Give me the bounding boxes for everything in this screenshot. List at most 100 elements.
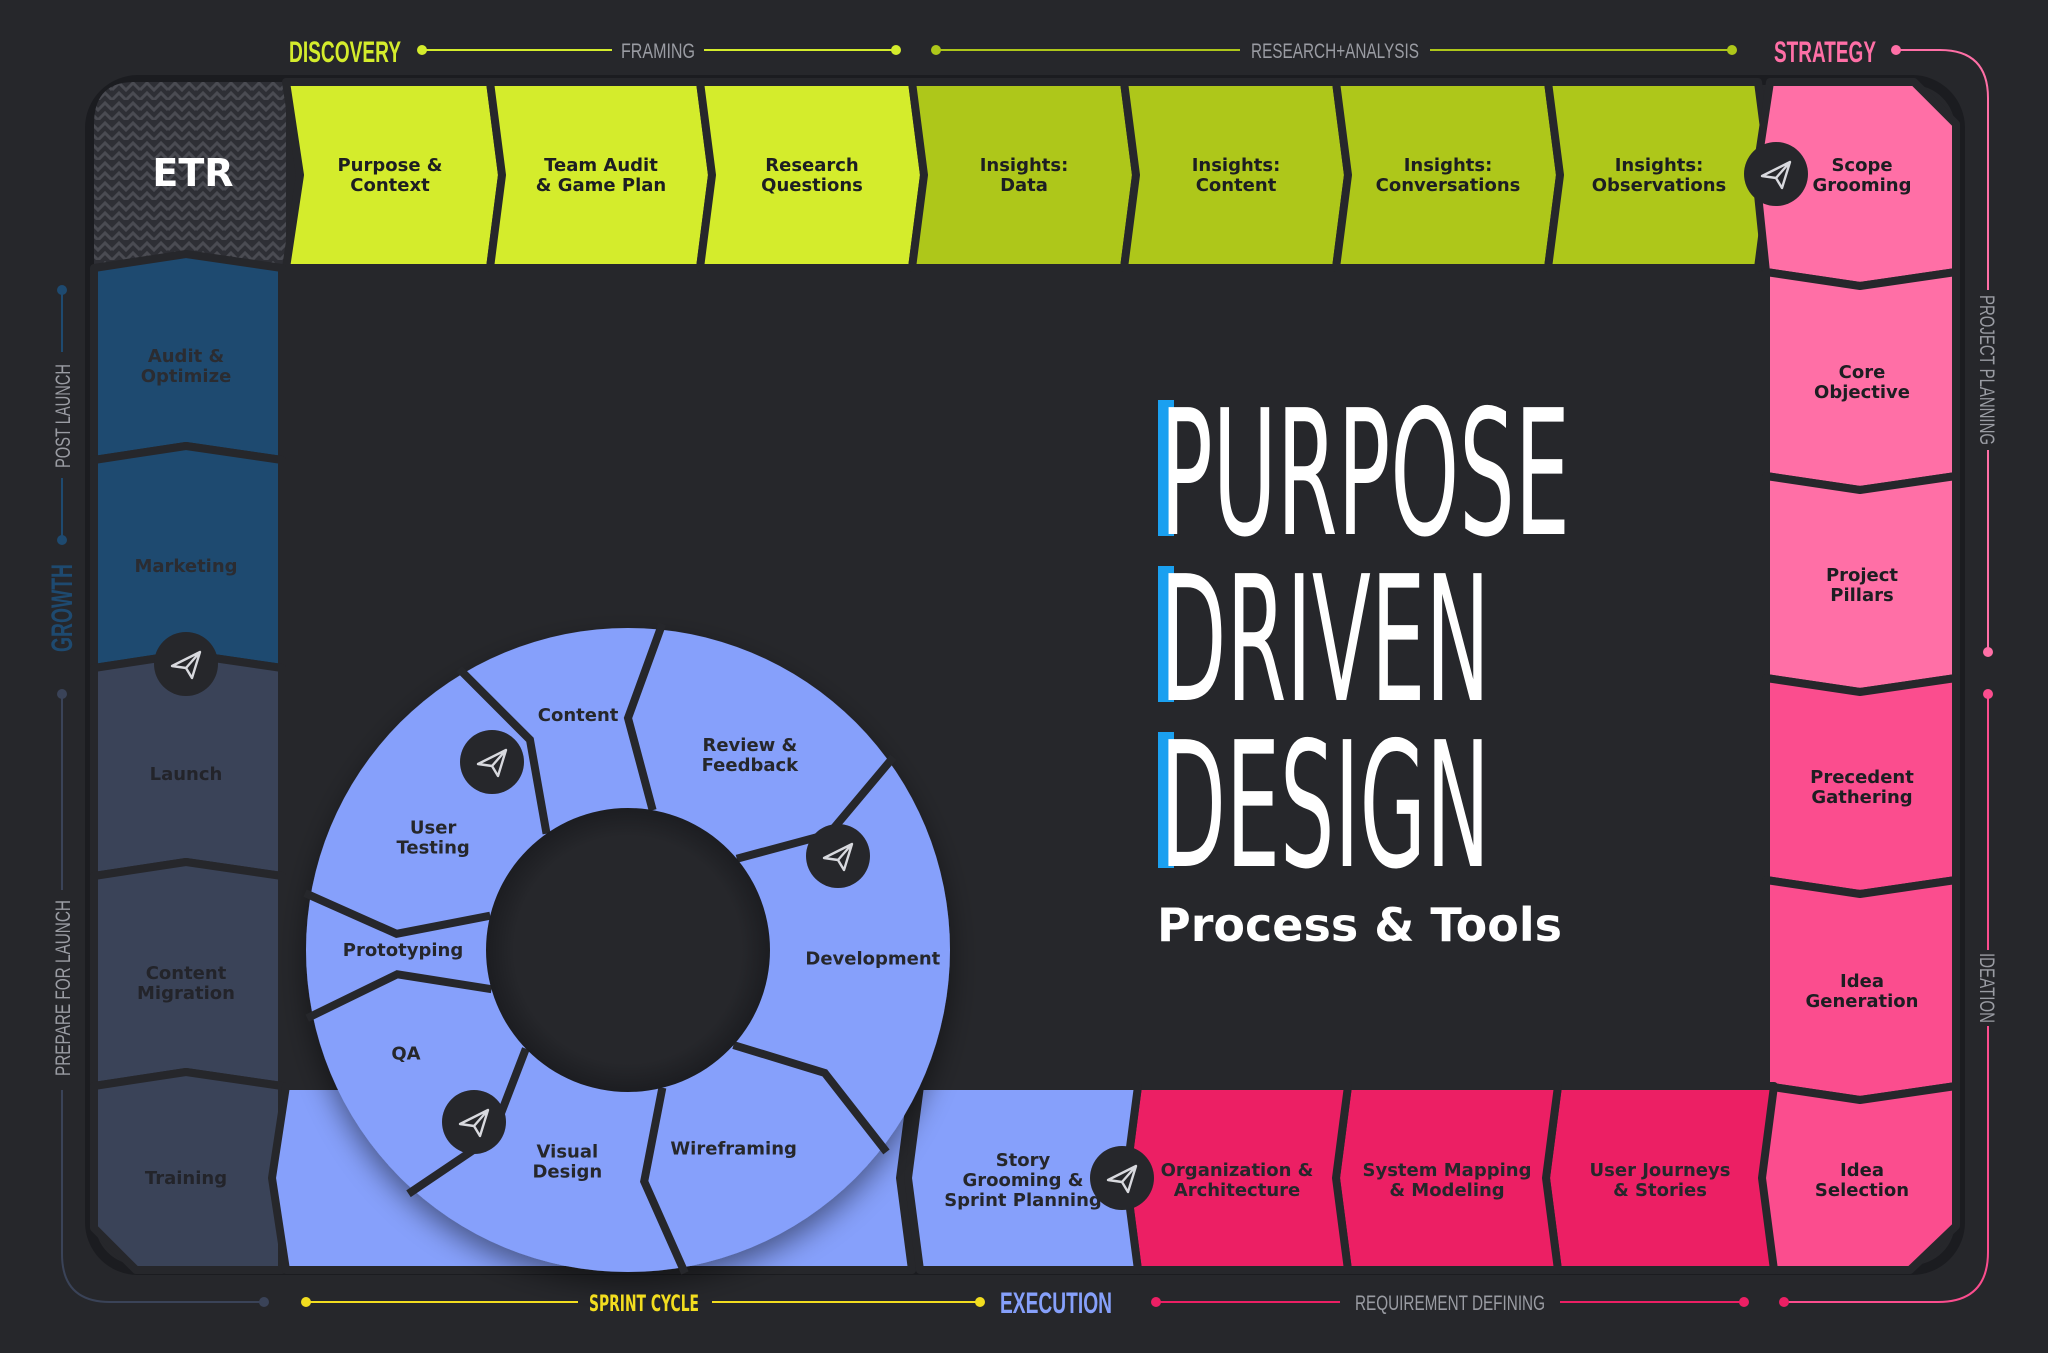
title-accent-2	[1158, 566, 1174, 702]
paper-plane-icon	[442, 1090, 506, 1154]
left-step: Audit &Optimize	[90, 250, 286, 464]
track-lines	[57, 45, 1993, 1307]
bottom-step-label-line: Organization &	[1161, 1160, 1314, 1181]
right-step-label-line: Idea	[1840, 971, 1884, 992]
right-step-label-line: Precedent	[1810, 767, 1914, 788]
paper-plane-icon	[154, 632, 218, 696]
right-step-label-line: Project	[1826, 565, 1898, 586]
left-step-label-line: Content	[146, 963, 227, 984]
right-step-label-line: Idea	[1840, 1160, 1884, 1181]
phase-strategy: STRATEGY	[1774, 36, 1876, 69]
top-step-label-line: Data	[1000, 175, 1048, 196]
sprint-step-label: Prototyping	[343, 940, 464, 961]
right-step-label-line: Pillars	[1830, 585, 1893, 606]
ring-divider	[623, 622, 667, 812]
phase-growth: GROWTH	[46, 564, 79, 652]
etr-logo: ETR	[152, 151, 233, 195]
bottom-step-label-line: System Mapping	[1363, 1160, 1532, 1181]
right-step-label-line: Core	[1839, 362, 1886, 383]
track-ideation: IDEATION	[1975, 953, 1998, 1023]
sprint-step-label-line: Review &	[702, 735, 797, 756]
left-step-label-line: Training	[145, 1168, 227, 1189]
sprint-step-label: QA	[391, 1044, 420, 1065]
right-step-label-line: Generation	[1806, 991, 1919, 1012]
bottom-step: Organization &Architecture	[1122, 1082, 1352, 1274]
track-requirement-defining: REQUIREMENT DEFINING	[1355, 1292, 1545, 1315]
track-project-planning: PROJECT PLANNING	[1975, 295, 1998, 445]
paper-plane-icon	[1744, 142, 1808, 206]
top-step: Insights:Conversations	[1332, 78, 1564, 272]
right-step-label-line: Gathering	[1811, 787, 1912, 808]
title-accent-3	[1158, 732, 1174, 868]
ring-divider	[456, 666, 551, 835]
sprint-step-label: Review &Feedback	[702, 735, 800, 776]
bottom-step: User Journeys& Stories	[1542, 1082, 1778, 1274]
bottom-step-label: Organization &Architecture	[1161, 1160, 1314, 1201]
top-step-label: Insights:Conversations	[1376, 155, 1521, 196]
bottom-step-shape	[904, 1082, 1142, 1274]
top-step: Insights:Observations	[1544, 78, 1774, 272]
left-step-label: Training	[145, 1168, 227, 1189]
logo-tile: ETR	[94, 82, 286, 268]
bottom-step-label: System Mapping& Modeling	[1363, 1160, 1532, 1201]
track-sprint-cycle: SPRINT CYCLE	[589, 1292, 699, 1317]
bottom-step-label-line: Sprint Planning	[944, 1190, 1102, 1211]
top-step-label-line: Research	[765, 155, 859, 176]
top-step-label-line: Content	[1196, 175, 1277, 196]
sprint-step-label-line: Visual	[537, 1141, 599, 1162]
title-accent-1	[1158, 400, 1174, 536]
sprint-step-label: Content	[538, 705, 619, 726]
sprint-step-label-line: Feedback	[702, 755, 800, 776]
ring-hole	[486, 808, 770, 1092]
title-line-2: DRIVEN	[1160, 539, 1490, 742]
right-step-label-line: Objective	[1814, 382, 1910, 403]
subtitle: Process & Tools	[1157, 898, 1562, 952]
sprint-step-label-line: Wireframing	[670, 1139, 797, 1160]
left-step-label-line: Audit &	[148, 346, 224, 367]
sprint-step-label-line: Development	[805, 949, 940, 970]
top-step-label-line: Purpose &	[337, 155, 442, 176]
top-step: Insights:Content	[1120, 78, 1352, 272]
left-step-label: Marketing	[134, 556, 237, 577]
left-step-label-line: Optimize	[141, 366, 232, 387]
top-step-label-line: Insights:	[1192, 155, 1281, 176]
title-line-3: DESIGN	[1160, 705, 1490, 908]
title-line-1: PURPOSE	[1160, 373, 1570, 576]
top-step-label-line: Conversations	[1376, 175, 1521, 196]
sprint-step-label: Wireframing	[670, 1139, 797, 1160]
left-step-label-line: Marketing	[134, 556, 237, 577]
track-framing: FRAMING	[621, 40, 695, 63]
top-step-label: Team Audit& Game Plan	[536, 155, 666, 196]
top-step-label: Purpose &Context	[337, 155, 442, 196]
right-step-label-line: Scope	[1831, 155, 1892, 176]
paper-plane-icon	[460, 730, 524, 794]
top-step-label-line: Insights:	[1615, 155, 1704, 176]
sprint-step-label-line: QA	[391, 1044, 420, 1065]
milestone-markers	[154, 142, 1808, 1210]
bottom-step-label-line: Story	[996, 1150, 1051, 1171]
top-step: Team Audit& Game Plan	[486, 78, 716, 272]
top-step: Purpose &Context	[282, 78, 506, 272]
title-block: PURPOSE DRIVEN DESIGN Process & Tools	[1157, 373, 1570, 952]
sprint-step-label-line: Content	[538, 705, 619, 726]
sprint-step-label-line: Prototyping	[343, 940, 464, 961]
right-step-label-line: Selection	[1815, 1180, 1909, 1201]
track-research-analysis: RESEARCH+ANALYSIS	[1251, 40, 1419, 63]
left-step-label: Audit &Optimize	[141, 346, 232, 387]
